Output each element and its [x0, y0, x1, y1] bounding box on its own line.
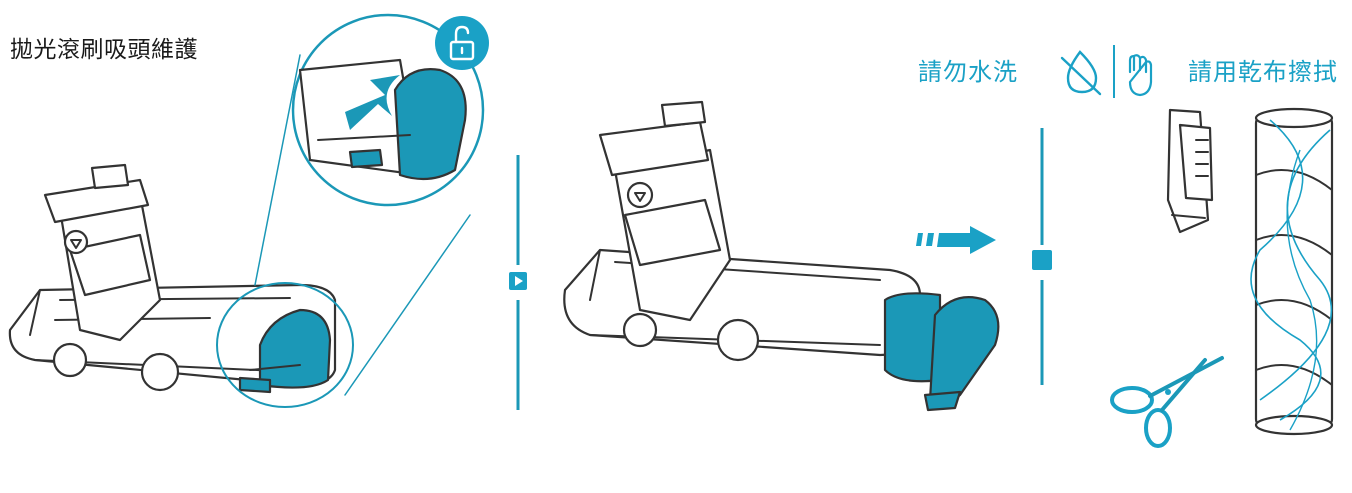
stop-square-icon	[1032, 250, 1052, 270]
brush-head-step1	[10, 165, 335, 392]
step-divider-2	[1032, 128, 1052, 385]
end-cap-part	[1168, 110, 1212, 232]
step-divider-1	[509, 155, 527, 410]
brush-head-step2	[564, 102, 998, 410]
roller-brush	[1256, 109, 1332, 434]
no-water-drop-icon	[1062, 52, 1100, 94]
hand-wipe-icon	[1130, 55, 1151, 95]
scissors-icon	[1112, 358, 1222, 446]
unlock-icon	[435, 16, 489, 70]
